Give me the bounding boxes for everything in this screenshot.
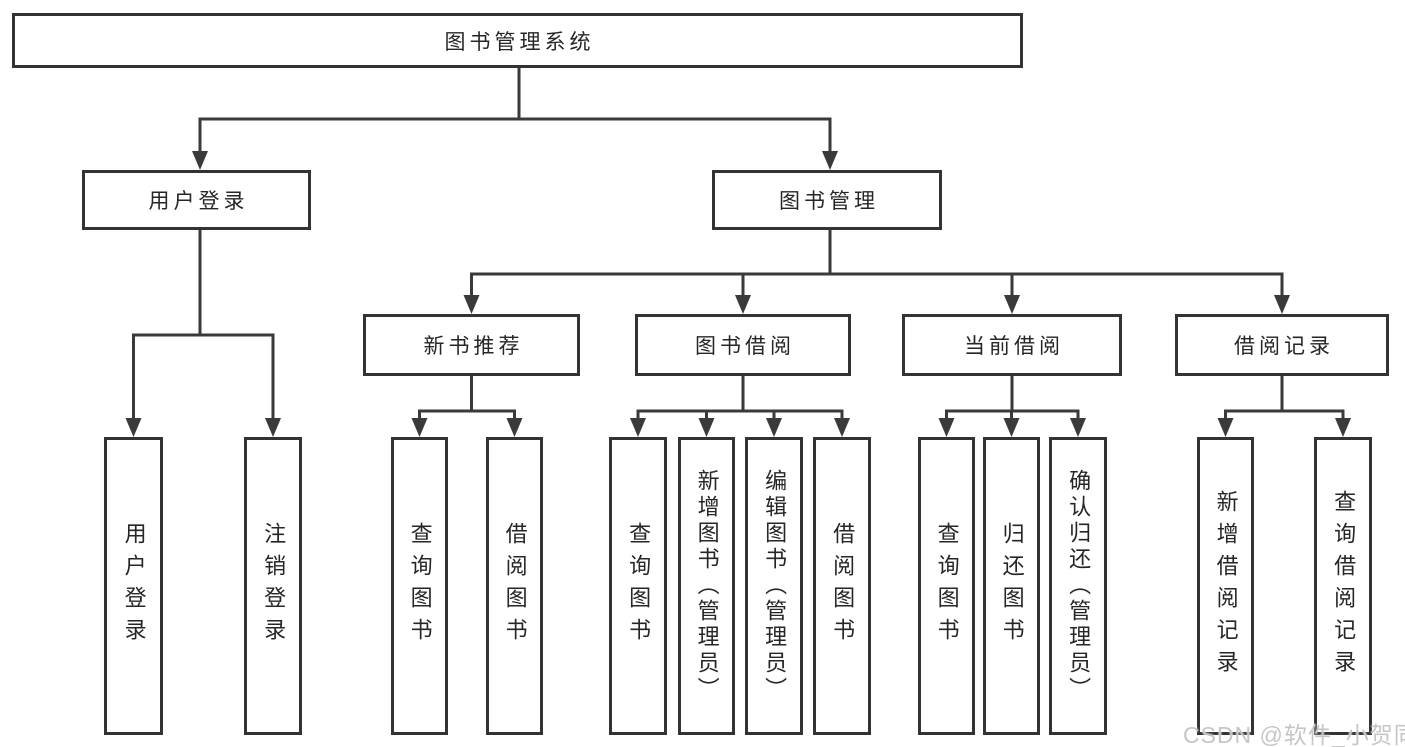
leaf-logout: 注销登录 [244,437,302,735]
leaf-borrow-borrow-books: 借阅图书 [813,437,871,735]
leaf-newrec-query-books: 查询图书 [391,437,448,735]
leaf-newrec-query-books-label: 查询图书 [407,522,433,650]
leaf-records-query-record-label: 查询借阅记录 [1331,490,1357,682]
leaf-borrow-edit-books-admin: 编辑图书（管理员） [745,437,803,735]
leaf-current-query-books: 查询图书 [918,437,975,735]
leaf-current-query-books-label: 查询图书 [934,522,960,650]
node-current-borrow: 当前借阅 [902,314,1122,376]
leaf-borrow-query-books-label: 查询图书 [626,522,652,650]
leaf-borrow-add-books-admin-label: 新增图书（管理员） [694,469,720,703]
leaf-user-login: 用户登录 [104,437,163,735]
leaf-borrow-query-books: 查询图书 [609,437,667,735]
leaf-records-add-record: 新增借阅记录 [1197,437,1254,735]
leaf-current-confirm-return-admin: 确认归还（管理员） [1049,437,1107,735]
node-new-book-recommend: 新书推荐 [363,314,580,376]
leaf-newrec-borrow-books: 借阅图书 [486,437,543,735]
leaf-logout-label: 注销登录 [261,522,287,650]
node-library-system: 图书管理系统 [12,13,1023,68]
leaf-current-return-books: 归还图书 [983,437,1040,735]
leaf-user-login-label: 用户登录 [121,522,147,650]
leaf-records-add-record-label: 新增借阅记录 [1213,490,1239,682]
leaf-records-query-record: 查询借阅记录 [1314,437,1372,735]
node-book-management: 图书管理 [712,170,942,230]
csdn-watermark: CSDN @软件_小贺同学 [1183,722,1405,747]
leaf-borrow-edit-books-admin-label: 编辑图书（管理员） [762,469,788,703]
node-book-borrow: 图书借阅 [635,314,851,376]
leaf-current-return-books-label: 归还图书 [999,522,1025,650]
leaf-current-confirm-return-admin-label: 确认归还（管理员） [1066,469,1092,703]
node-user-login: 用户登录 [82,170,311,230]
node-borrow-records: 借阅记录 [1175,314,1389,376]
leaf-newrec-borrow-books-label: 借阅图书 [502,522,528,650]
leaf-borrow-add-books-admin: 新增图书（管理员） [678,437,735,735]
leaf-borrow-borrow-books-label: 借阅图书 [830,522,856,650]
